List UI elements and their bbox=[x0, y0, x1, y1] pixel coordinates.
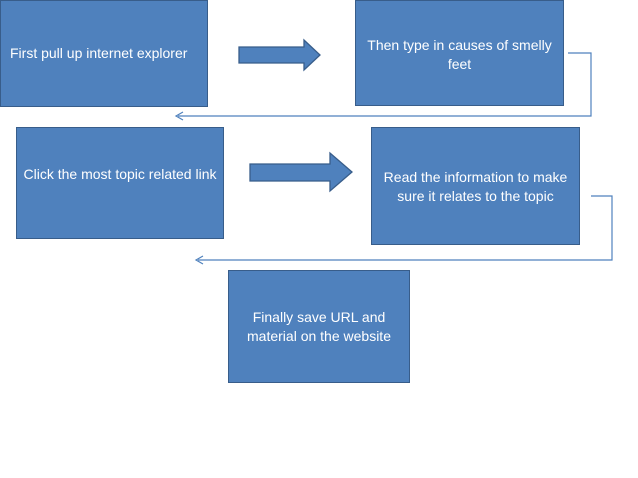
step-1-box: First pull up internet explorer bbox=[0, 0, 208, 107]
elbow-connector-4-to-5 bbox=[198, 195, 613, 261]
step-1-text: First pull up internet explorer bbox=[10, 45, 188, 61]
step-5-box: Finally save URL and material on the web… bbox=[228, 270, 410, 383]
step-4-text: Read the information to make sure it rel… bbox=[383, 169, 568, 204]
step-2-box: Then type in causes of smelly feet bbox=[355, 0, 564, 106]
block-arrow-3-to-4 bbox=[249, 151, 353, 193]
arrowhead-4-to-5 bbox=[194, 255, 204, 265]
arrowhead-2-to-3 bbox=[174, 111, 184, 121]
step-2-text: Then type in causes of smelly feet bbox=[367, 37, 552, 72]
block-arrow-1-to-2 bbox=[238, 38, 321, 72]
step-3-box: Click the most topic related link bbox=[16, 127, 224, 239]
step-4-box: Read the information to make sure it rel… bbox=[371, 127, 580, 245]
elbow-connector-2-to-3 bbox=[178, 52, 592, 117]
step-5-text: Finally save URL and material on the web… bbox=[247, 309, 391, 344]
step-3-text: Click the most topic related link bbox=[23, 166, 217, 182]
